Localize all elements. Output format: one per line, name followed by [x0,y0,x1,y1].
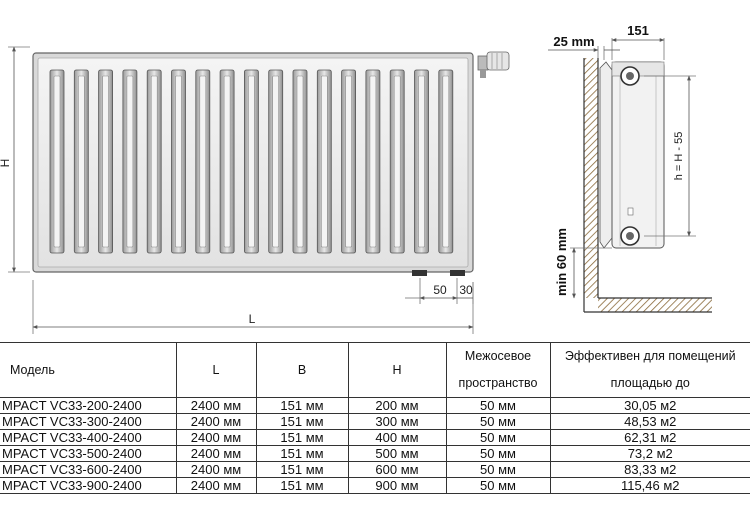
radiator-fin-inner [320,75,328,248]
cell-area: 30,05 м2 [549,397,750,414]
radiator-fin-inner [78,75,85,248]
radiator-fin-inner [345,75,352,248]
dim-30-label: 30 [459,283,473,297]
cell-height: 900 мм [347,477,447,494]
radiator-fin-inner [442,75,450,248]
radiator-fin-inner [175,75,182,248]
table-header-row-2: пространство площадью до [0,370,750,398]
radiator-fin-inner [248,75,255,248]
floor-hatching [598,298,712,312]
cell-model: MPACT VC33-600-2400 [0,461,177,478]
depth-dimension: 151 [611,23,665,60]
length-label: L [249,312,256,326]
side-view: 151 25 mm h = H - 55 min 60 mm [548,23,712,313]
wall-gap-dimension: 25 mm [548,34,620,60]
height-label: H [0,159,12,168]
header-spacing-line1: Межосевое [445,342,551,370]
table-row: MPACT VC33-600-2400 2400 мм 151 мм 600 м… [0,461,750,478]
wall-hatching [584,58,598,298]
cell-height: 300 мм [347,413,447,430]
cell-area: 83,33 м2 [549,461,750,478]
height-dimension: H [0,46,30,273]
dim-50-label: 50 [433,283,447,297]
table-row: MPACT VC33-400-2400 2400 мм 151 мм 400 м… [0,429,750,446]
header-model: Модель [0,342,177,398]
front-view: H L 50 30 [0,46,510,334]
bottom-connection-left [412,270,427,276]
header-length: L [175,342,257,398]
cell-length: 2400 мм [175,477,257,494]
radiator-fin-inner [199,75,207,248]
radiator-drawing: H L 50 30 [0,23,712,334]
radiator-fin-inner [102,75,109,248]
radiator-fin-inner [126,75,134,248]
cell-length: 2400 мм [175,429,257,446]
cell-depth: 151 мм [255,461,349,478]
axis-distance-label: h = H - 55 [673,132,685,181]
thermostatic-valve-icon [477,51,510,78]
radiator-fin-inner [272,75,280,248]
cell-height: 600 мм [347,461,447,478]
table-row: MPACT VC33-300-2400 2400 мм 151 мм 300 м… [0,413,750,430]
radiator-fin-inner [150,75,158,248]
cell-length: 2400 мм [175,461,257,478]
cell-length: 2400 мм [175,397,257,414]
wall-bracket [599,61,613,249]
spec-table: Модель L B H Межосевое Эффективен для по… [0,342,750,494]
cell-depth: 151 мм [255,397,349,414]
cell-height: 500 мм [347,445,447,462]
cell-length: 2400 мм [175,413,257,430]
depth-label: 151 [627,23,649,38]
radiator-fin-inner [296,75,304,248]
header-area-line2: площадью до [549,370,750,398]
length-dimension: L [32,280,474,334]
radiator-fins [49,69,454,254]
table-row: MPACT VC33-500-2400 2400 мм 151 мм 500 м… [0,445,750,462]
radiator-fin-inner [393,75,401,248]
cell-area: 62,31 м2 [549,429,750,446]
header-spacing-line2: пространство [445,370,551,398]
cell-spacing: 50 мм [445,445,551,462]
table-row: MPACT VC33-900-2400 2400 мм 151 мм 900 м… [0,477,750,494]
table-row: MPACT VC33-200-2400 2400 мм 151 мм 200 м… [0,397,750,414]
cell-spacing: 50 мм [445,477,551,494]
radiator-fin-inner [223,75,231,248]
header-area-line1: Эффективен для помещений [549,342,750,370]
cell-model: MPACT VC33-900-2400 [0,477,177,494]
floor-gap-dimension: min 60 mm [554,228,612,299]
cell-model: MPACT VC33-300-2400 [0,413,177,430]
cell-depth: 151 мм [255,429,349,446]
cell-model: MPACT VC33-400-2400 [0,429,177,446]
cell-depth: 151 мм [255,413,349,430]
axis-distance-dimension: h = H - 55 [644,75,696,237]
cell-area: 115,46 м2 [549,477,750,494]
bottom-connection-right [450,270,465,276]
connection-dimensions: 50 30 [405,278,474,304]
cell-model: MPACT VC33-200-2400 [0,397,177,414]
floor-gap-label: min 60 mm [554,228,569,296]
cell-depth: 151 мм [255,445,349,462]
cell-spacing: 50 мм [445,413,551,430]
cell-height: 400 мм [347,429,447,446]
radiator-fin-inner [369,75,377,248]
cell-spacing: 50 мм [445,397,551,414]
header-height: H [347,342,447,398]
radiator-fin-inner [418,75,425,248]
wall-gap-label: 25 mm [553,34,594,49]
cell-length: 2400 мм [175,445,257,462]
cell-depth: 151 мм [255,477,349,494]
cell-area: 73,2 м2 [549,445,750,462]
cell-spacing: 50 мм [445,461,551,478]
cell-model: MPACT VC33-500-2400 [0,445,177,462]
cell-height: 200 мм [347,397,447,414]
radiator-fin-inner [53,75,61,248]
table-header-row-1: Модель L B H Межосевое Эффективен для по… [0,342,750,398]
cell-area: 48,53 м2 [549,413,750,430]
cell-spacing: 50 мм [445,429,551,446]
header-depth: B [255,342,349,398]
